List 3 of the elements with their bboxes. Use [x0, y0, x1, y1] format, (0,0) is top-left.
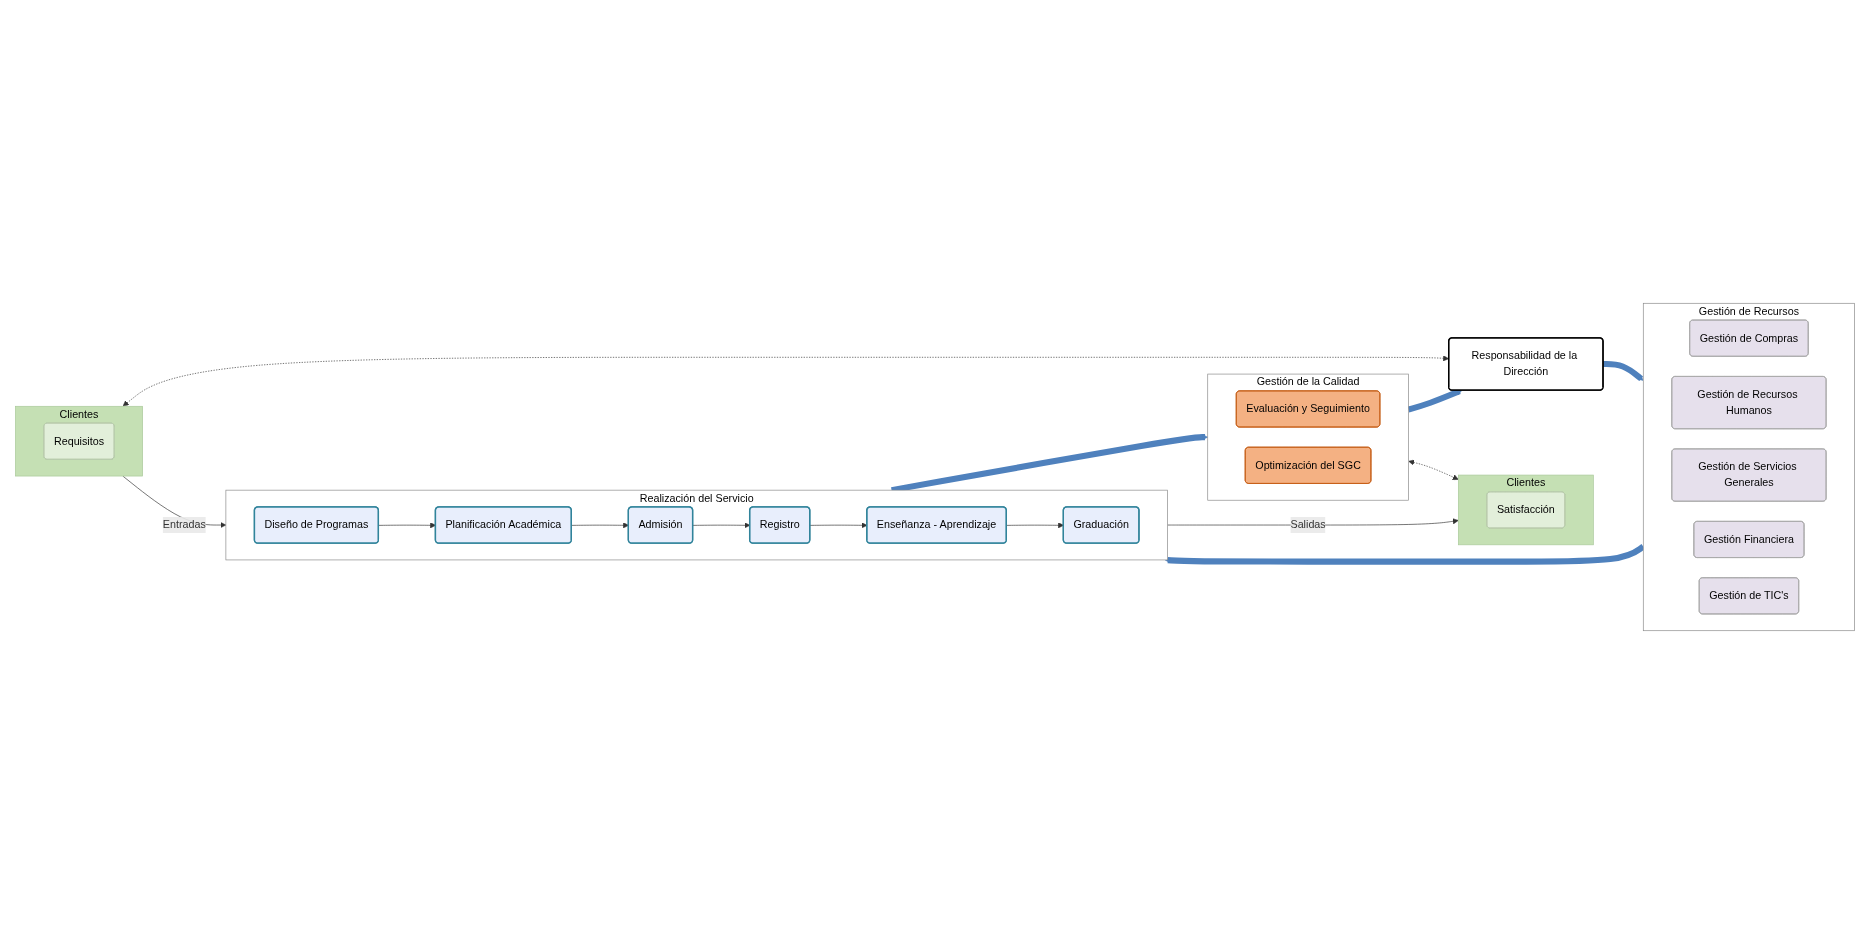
- arrow: [1603, 361, 1644, 382]
- edge-label: Entradas: [162, 519, 206, 531]
- edge-label: Salidas: [1290, 519, 1326, 531]
